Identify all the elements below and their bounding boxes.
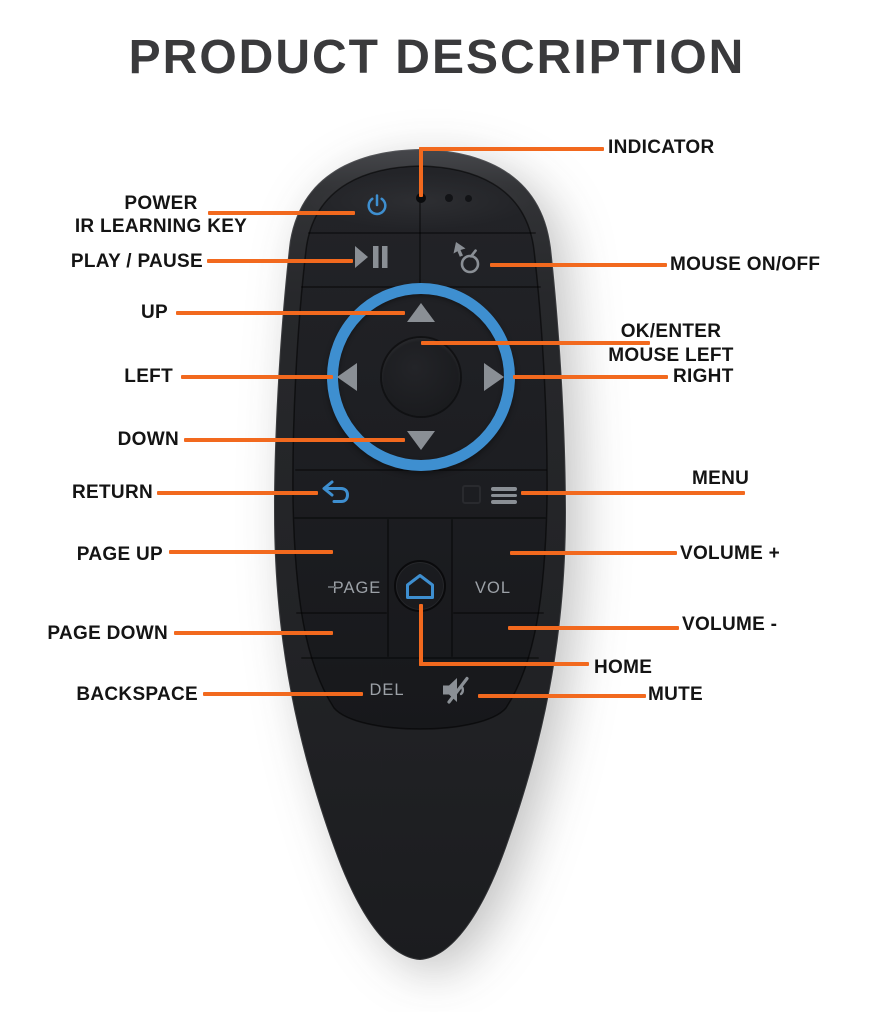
callout-line-left bbox=[181, 375, 333, 379]
callout-label-ok-enter: OK/ENTER bbox=[620, 321, 722, 342]
callout-label-backspace: BACKSPACE bbox=[76, 684, 198, 705]
callout-label-volume-up: VOLUME + bbox=[680, 543, 781, 564]
callout-line-mouse-on-off bbox=[490, 263, 667, 267]
callout-label-page-down: PAGE DOWN bbox=[47, 623, 168, 644]
face-seam bbox=[451, 519, 453, 657]
callout-line-home bbox=[419, 662, 589, 666]
mouse-left-key-outline bbox=[462, 485, 481, 504]
callout-label-return: RETURN bbox=[72, 482, 153, 503]
face-seam bbox=[419, 176, 421, 287]
gloss-dot bbox=[445, 194, 453, 202]
callout-label-home: HOME bbox=[594, 657, 653, 678]
indicator-led bbox=[416, 193, 426, 203]
callout-label-mouse-on-off: MOUSE ON/OFF bbox=[670, 254, 821, 275]
callout-line-up bbox=[176, 311, 405, 315]
right-arrow-icon bbox=[484, 363, 504, 391]
play-pause-icon bbox=[355, 246, 388, 268]
face-seam bbox=[294, 517, 546, 519]
face-seam bbox=[453, 612, 544, 614]
mouse-toggle-icon bbox=[453, 242, 480, 274]
callout-line-home-v bbox=[419, 604, 423, 666]
power-label-line1: POWER bbox=[124, 193, 198, 214]
callout-line-indicator-v bbox=[419, 147, 423, 197]
callout-line-indicator bbox=[419, 147, 604, 151]
mute-icon bbox=[443, 676, 469, 704]
callout-line-volume-down bbox=[508, 626, 679, 630]
callout-label-indicator: INDICATOR bbox=[608, 137, 715, 158]
page-title: PRODUCT DESCRIPTION bbox=[128, 31, 746, 84]
ok-button bbox=[382, 338, 460, 416]
vol-rocker-label: VOL bbox=[474, 579, 512, 597]
callout-line-menu bbox=[521, 491, 745, 495]
face-seam bbox=[308, 232, 536, 234]
callout-line-page-down bbox=[174, 631, 333, 635]
callout-label-menu: MENU bbox=[692, 468, 750, 489]
callout-label-play-pause: PLAY / PAUSE bbox=[70, 251, 203, 272]
callout-label-volume-down: VOLUME - bbox=[682, 614, 778, 635]
callout-label-up: UP bbox=[141, 302, 168, 323]
callout-line-down bbox=[184, 438, 405, 442]
callout-line-right bbox=[513, 375, 668, 379]
callout-line-backspace bbox=[203, 692, 363, 696]
gloss-dot bbox=[465, 195, 472, 202]
power-icon bbox=[367, 194, 387, 216]
callout-label-down: DOWN bbox=[117, 429, 179, 450]
callout-label-mute: MUTE bbox=[648, 684, 704, 705]
callout-label-mouse-left: MOUSE LEFT bbox=[608, 345, 734, 366]
page-dash bbox=[328, 586, 335, 588]
face-seam bbox=[387, 519, 389, 657]
down-arrow-icon bbox=[407, 431, 435, 450]
callout-line-play-pause bbox=[207, 259, 353, 263]
callout-line-mute bbox=[478, 694, 646, 698]
power-label-line2: IR LEARNING KEY bbox=[74, 216, 248, 237]
callout-label-left: LEFT bbox=[124, 366, 173, 387]
callout-label-power: POWER IR LEARNING KEY bbox=[55, 192, 267, 238]
callout-line-return bbox=[157, 491, 318, 495]
del-key-label: DEL bbox=[369, 681, 405, 699]
page-rocker-label: PAGE bbox=[332, 579, 382, 597]
up-arrow-icon bbox=[407, 303, 435, 322]
callout-line-volume-up bbox=[510, 551, 677, 555]
face-seam bbox=[296, 612, 387, 614]
callout-line-power bbox=[208, 211, 355, 215]
return-icon bbox=[322, 480, 350, 503]
menu-icon bbox=[491, 487, 517, 507]
home-icon bbox=[406, 574, 434, 599]
callout-label-right: RIGHT bbox=[673, 366, 734, 387]
callout-line-ok-enter bbox=[421, 341, 650, 345]
callout-line-page-up bbox=[169, 550, 333, 554]
left-arrow-icon bbox=[337, 363, 357, 391]
callout-label-page-up: PAGE UP bbox=[76, 544, 163, 565]
